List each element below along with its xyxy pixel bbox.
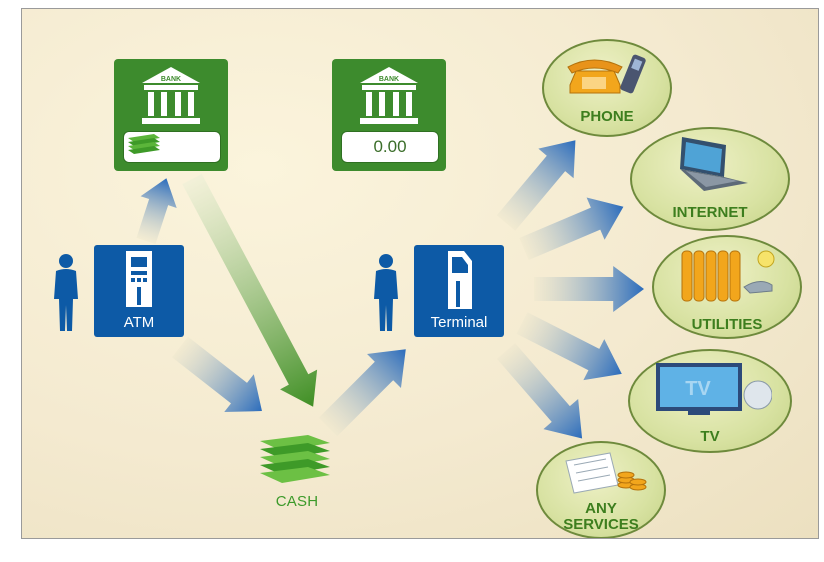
diagram-canvas: BANK BANK 0.00 — [21, 8, 819, 539]
arrow-to-utilities — [534, 266, 644, 312]
service-tv: TV TV — [628, 349, 792, 453]
service-tv-label: TV — [700, 428, 720, 445]
arrow-to-internet — [519, 197, 624, 261]
person-icon — [374, 254, 398, 331]
arrow-cash-to-terminal — [318, 349, 406, 437]
cash-label: CASH — [275, 493, 319, 510]
arrow-to-phone — [496, 140, 576, 231]
person-icon — [54, 254, 78, 331]
terminal-label: Terminal — [430, 314, 488, 331]
service-any-label: ANY SERVICES — [563, 500, 639, 533]
atm-kiosk: ATM — [94, 245, 184, 337]
service-utilities-label: UTILITIES — [691, 316, 763, 333]
service-phone: PHONE — [542, 39, 672, 137]
service-internet-label: INTERNET — [672, 204, 748, 221]
service-phone-label: PHONE — [580, 108, 634, 125]
bank-with-cash: BANK — [114, 59, 228, 171]
bank-building-label: BANK — [161, 76, 181, 83]
bank-building-label: BANK — [379, 76, 399, 83]
atm-machine-icon — [126, 251, 152, 307]
arrow-bank-to-cash — [182, 173, 318, 407]
atm-label: ATM — [123, 314, 155, 331]
bank-building-icon: BANK — [142, 67, 200, 124]
phone-icon — [567, 54, 646, 94]
arrows-layer — [136, 140, 644, 439]
service-internet: INTERNET — [630, 127, 790, 231]
arrow-to-tv — [516, 312, 622, 381]
documents-coins-icon — [565, 452, 647, 494]
tv-icon: TV — [656, 363, 772, 415]
bank-balance-field — [123, 131, 221, 163]
service-any: ANY SERVICES — [536, 441, 666, 538]
bank-building-icon: BANK — [360, 67, 418, 124]
service-utilities: UTILITIES — [652, 235, 802, 339]
tv-screen-text: TV — [685, 378, 711, 400]
cash-stack-icon — [260, 435, 330, 483]
cash-stack-icon — [128, 134, 160, 154]
bank-empty: BANK 0.00 — [332, 59, 446, 171]
arrow-atm-to-cash — [171, 336, 262, 413]
arrow-atm-to-bank — [136, 178, 177, 245]
laptop-icon — [680, 137, 748, 191]
radiator-icon — [681, 250, 775, 302]
bank-balance-field: 0.00 — [341, 131, 439, 163]
payment-terminal-icon — [448, 251, 472, 309]
terminal-kiosk: Terminal — [414, 245, 504, 337]
arrow-to-any-services — [496, 343, 583, 439]
